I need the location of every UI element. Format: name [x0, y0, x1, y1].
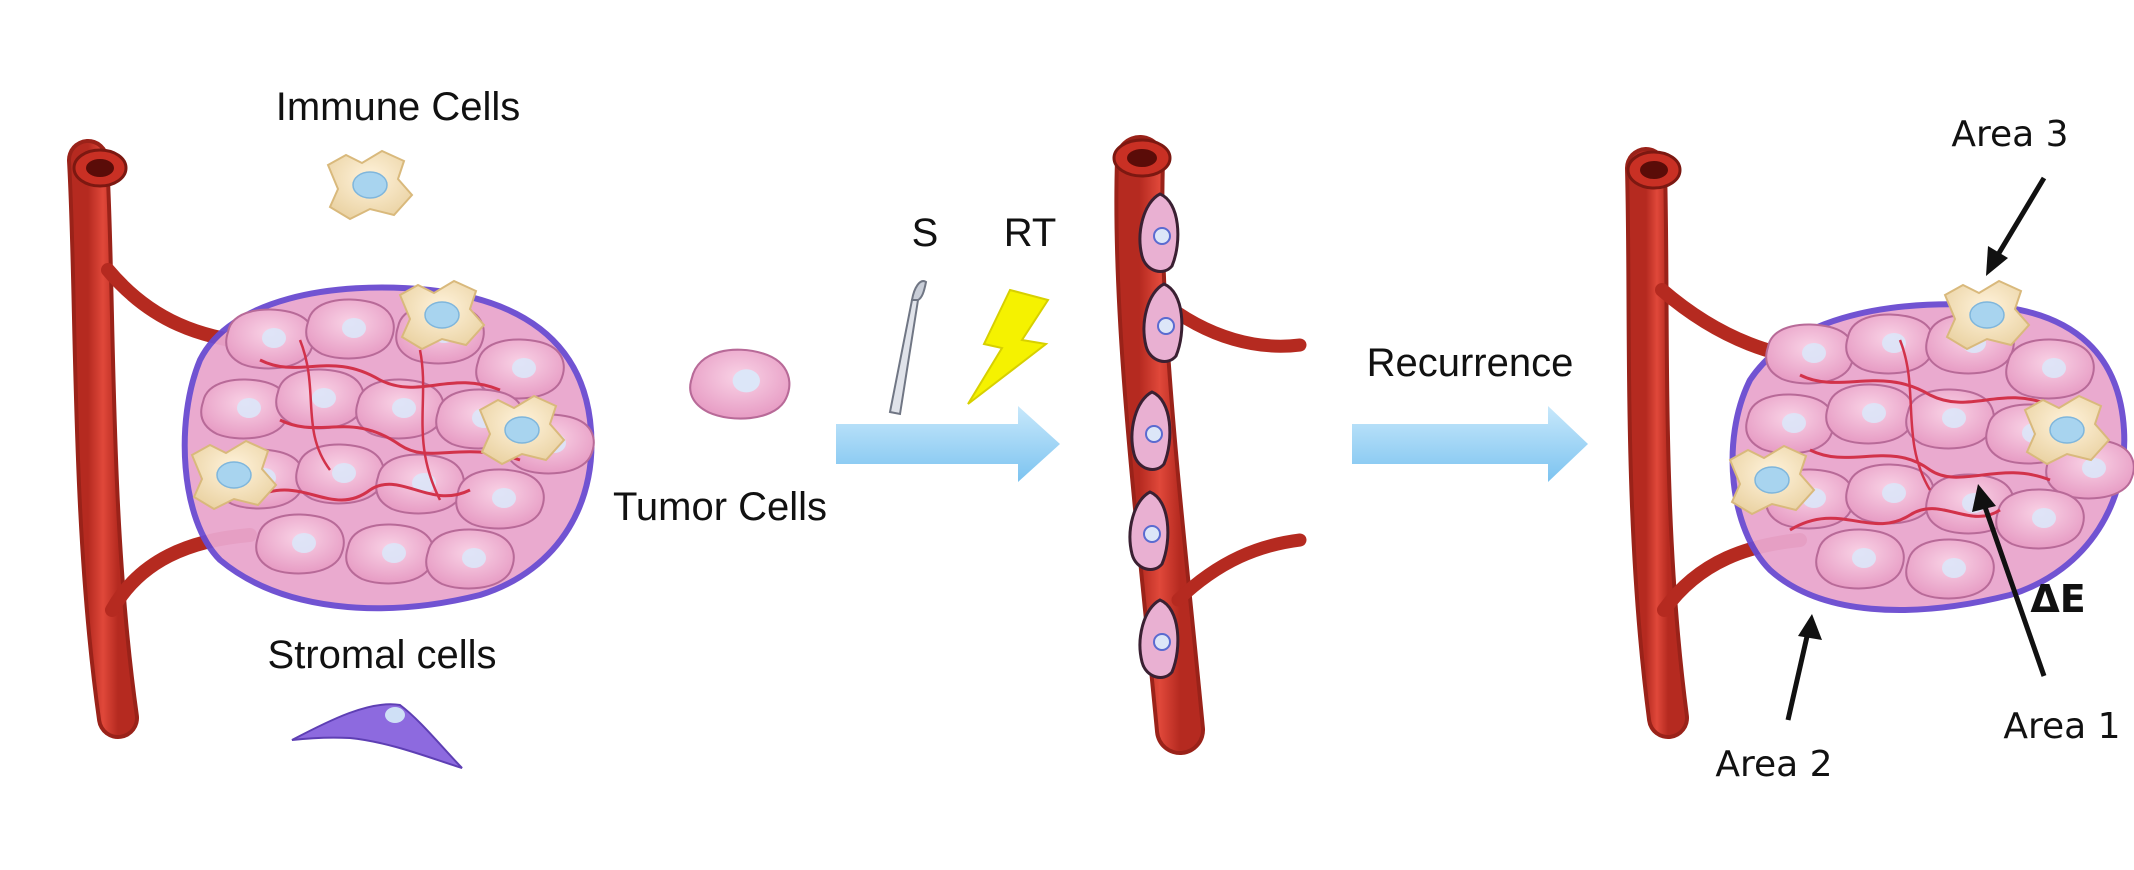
immune-cell [399, 280, 485, 350]
recurrence-step: Recurrence [1352, 341, 1588, 482]
label-area-1: Area 1 [2003, 706, 2120, 747]
blood-vessel-1 [67, 139, 277, 739]
recurrence-arrow [1352, 406, 1588, 482]
immune-cell [1729, 445, 1815, 515]
area-2-arrow [1785, 614, 1822, 721]
panel-initial-tumor: Immune Cells Tumor Cells Stromal cells [67, 85, 827, 769]
label-area-2: Area 2 [1715, 744, 1832, 785]
circulating-tumor-cells [1128, 192, 1184, 679]
free-tumor-cell [689, 348, 791, 420]
treatment-arrow [836, 406, 1060, 482]
stromal-cell [291, 703, 463, 769]
tumor-mass-3 [1729, 301, 2134, 613]
label-recurrence: Recurrence [1367, 341, 1574, 385]
immune-cell [327, 150, 413, 220]
label-stromal-cells: Stromal cells [268, 633, 497, 677]
label-area-3: Area 3 [1951, 114, 2068, 155]
lightning-bolt-icon [967, 288, 1050, 405]
label-surgery: S [912, 211, 939, 255]
area-1-arrow [1972, 484, 2047, 677]
area-3-arrow [1986, 176, 2047, 276]
label-tumor-cells: Tumor Cells [613, 485, 827, 529]
scalpel-icon [888, 280, 928, 416]
panel-recurrent-tumor: Area 3 ΔE Area 1 Area 2 [1625, 114, 2134, 785]
label-radiotherapy: RT [1004, 211, 1057, 255]
label-immune-cells: Immune Cells [276, 85, 521, 129]
immune-cell [1944, 280, 2030, 350]
treatment-step: S RT [836, 211, 1060, 482]
panel-after-treatment [1112, 135, 1307, 755]
immune-cell [479, 395, 565, 465]
label-delta-e: ΔE [2030, 577, 2085, 621]
immune-cell [191, 440, 277, 510]
tumor-mass-1 [181, 284, 595, 612]
immune-cell [2024, 395, 2110, 465]
